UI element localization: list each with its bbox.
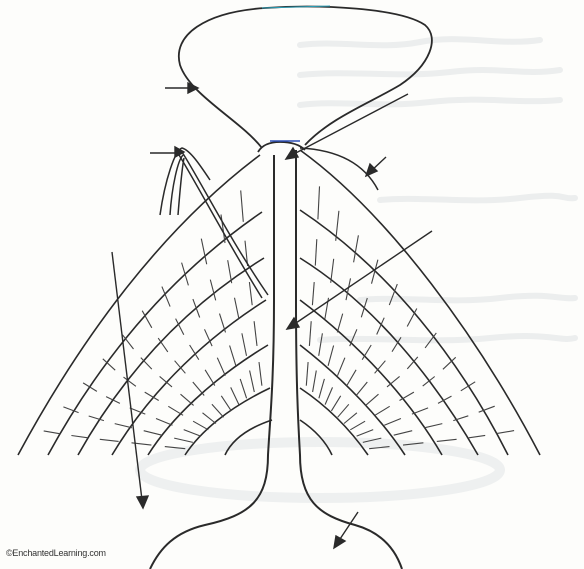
main-conduit <box>268 150 300 455</box>
hatch-mark <box>461 382 475 391</box>
hatch-mark <box>181 394 194 405</box>
hatch-mark <box>312 282 314 305</box>
hatch-mark <box>319 333 323 356</box>
hatch-mark <box>338 358 345 376</box>
hatch-mark <box>231 387 239 404</box>
hatch-mark <box>250 371 255 393</box>
hatch-mark <box>212 404 224 417</box>
cone-hatching <box>44 186 514 448</box>
hatch-mark <box>184 430 201 437</box>
hatch-mark <box>100 439 119 441</box>
hatch-mark <box>497 431 515 434</box>
hatch-mark <box>156 419 173 426</box>
hatch-mark <box>315 239 317 265</box>
hatch-mark <box>144 431 162 436</box>
hatch-mark <box>228 260 232 283</box>
hatch-mark <box>174 438 193 442</box>
hatch-mark <box>437 439 457 441</box>
hatch-mark <box>203 413 216 424</box>
hatch-mark <box>249 282 252 305</box>
hatch-mark <box>230 346 236 366</box>
hatch-mark <box>115 424 132 428</box>
side-vent <box>160 148 268 298</box>
hatch-mark <box>424 424 442 428</box>
hatch-mark <box>205 370 215 386</box>
hatch-mark <box>344 413 357 424</box>
hatch-mark <box>347 370 356 386</box>
hatch-mark <box>319 379 325 398</box>
hatch-mark <box>356 382 367 396</box>
hatch-mark <box>331 396 340 411</box>
hatch-mark <box>357 430 374 437</box>
hatch-mark <box>338 404 349 417</box>
hatch-mark <box>328 346 334 366</box>
hatch-mark <box>259 362 262 386</box>
hatch-mark <box>254 321 257 346</box>
hatch-mark <box>168 406 183 415</box>
hatch-mark <box>220 314 226 333</box>
hatch-mark <box>412 408 428 414</box>
hatch-mark <box>354 235 359 262</box>
hatch-mark <box>182 263 189 286</box>
hatch-mark <box>313 371 317 393</box>
hatch-mark <box>331 259 334 283</box>
right-cone-bump <box>300 148 378 190</box>
hatch-mark <box>201 239 206 265</box>
hatch-mark <box>384 419 401 426</box>
hatch-mark <box>193 421 208 430</box>
hatch-mark <box>366 394 379 405</box>
hatch-mark <box>309 321 311 346</box>
hatch-mark <box>337 314 342 333</box>
hatch-mark <box>83 383 97 392</box>
hatch-mark <box>221 396 231 411</box>
hatch-mark <box>469 435 486 437</box>
hatch-mark <box>350 421 365 430</box>
hatch-mark <box>235 298 239 319</box>
hatch-mark <box>375 406 390 415</box>
hatch-mark <box>242 333 247 356</box>
crater <box>258 142 305 152</box>
hatch-mark <box>318 186 320 219</box>
hatch-mark <box>240 379 246 398</box>
hatch-mark <box>71 436 88 438</box>
hatch-mark <box>241 190 244 221</box>
hatch-mark <box>217 358 225 376</box>
hatch-mark <box>210 280 215 301</box>
hatch-mark <box>306 362 308 386</box>
hatch-mark <box>336 211 339 241</box>
hatch-mark <box>193 299 200 317</box>
hatch-mark <box>193 382 204 396</box>
copyright-credit: ©EnchantedLearning.com <box>6 548 106 558</box>
hatch-mark <box>394 431 413 436</box>
hatch-mark <box>325 387 332 404</box>
hatch-mark <box>44 431 61 434</box>
hatch-mark <box>106 397 120 404</box>
